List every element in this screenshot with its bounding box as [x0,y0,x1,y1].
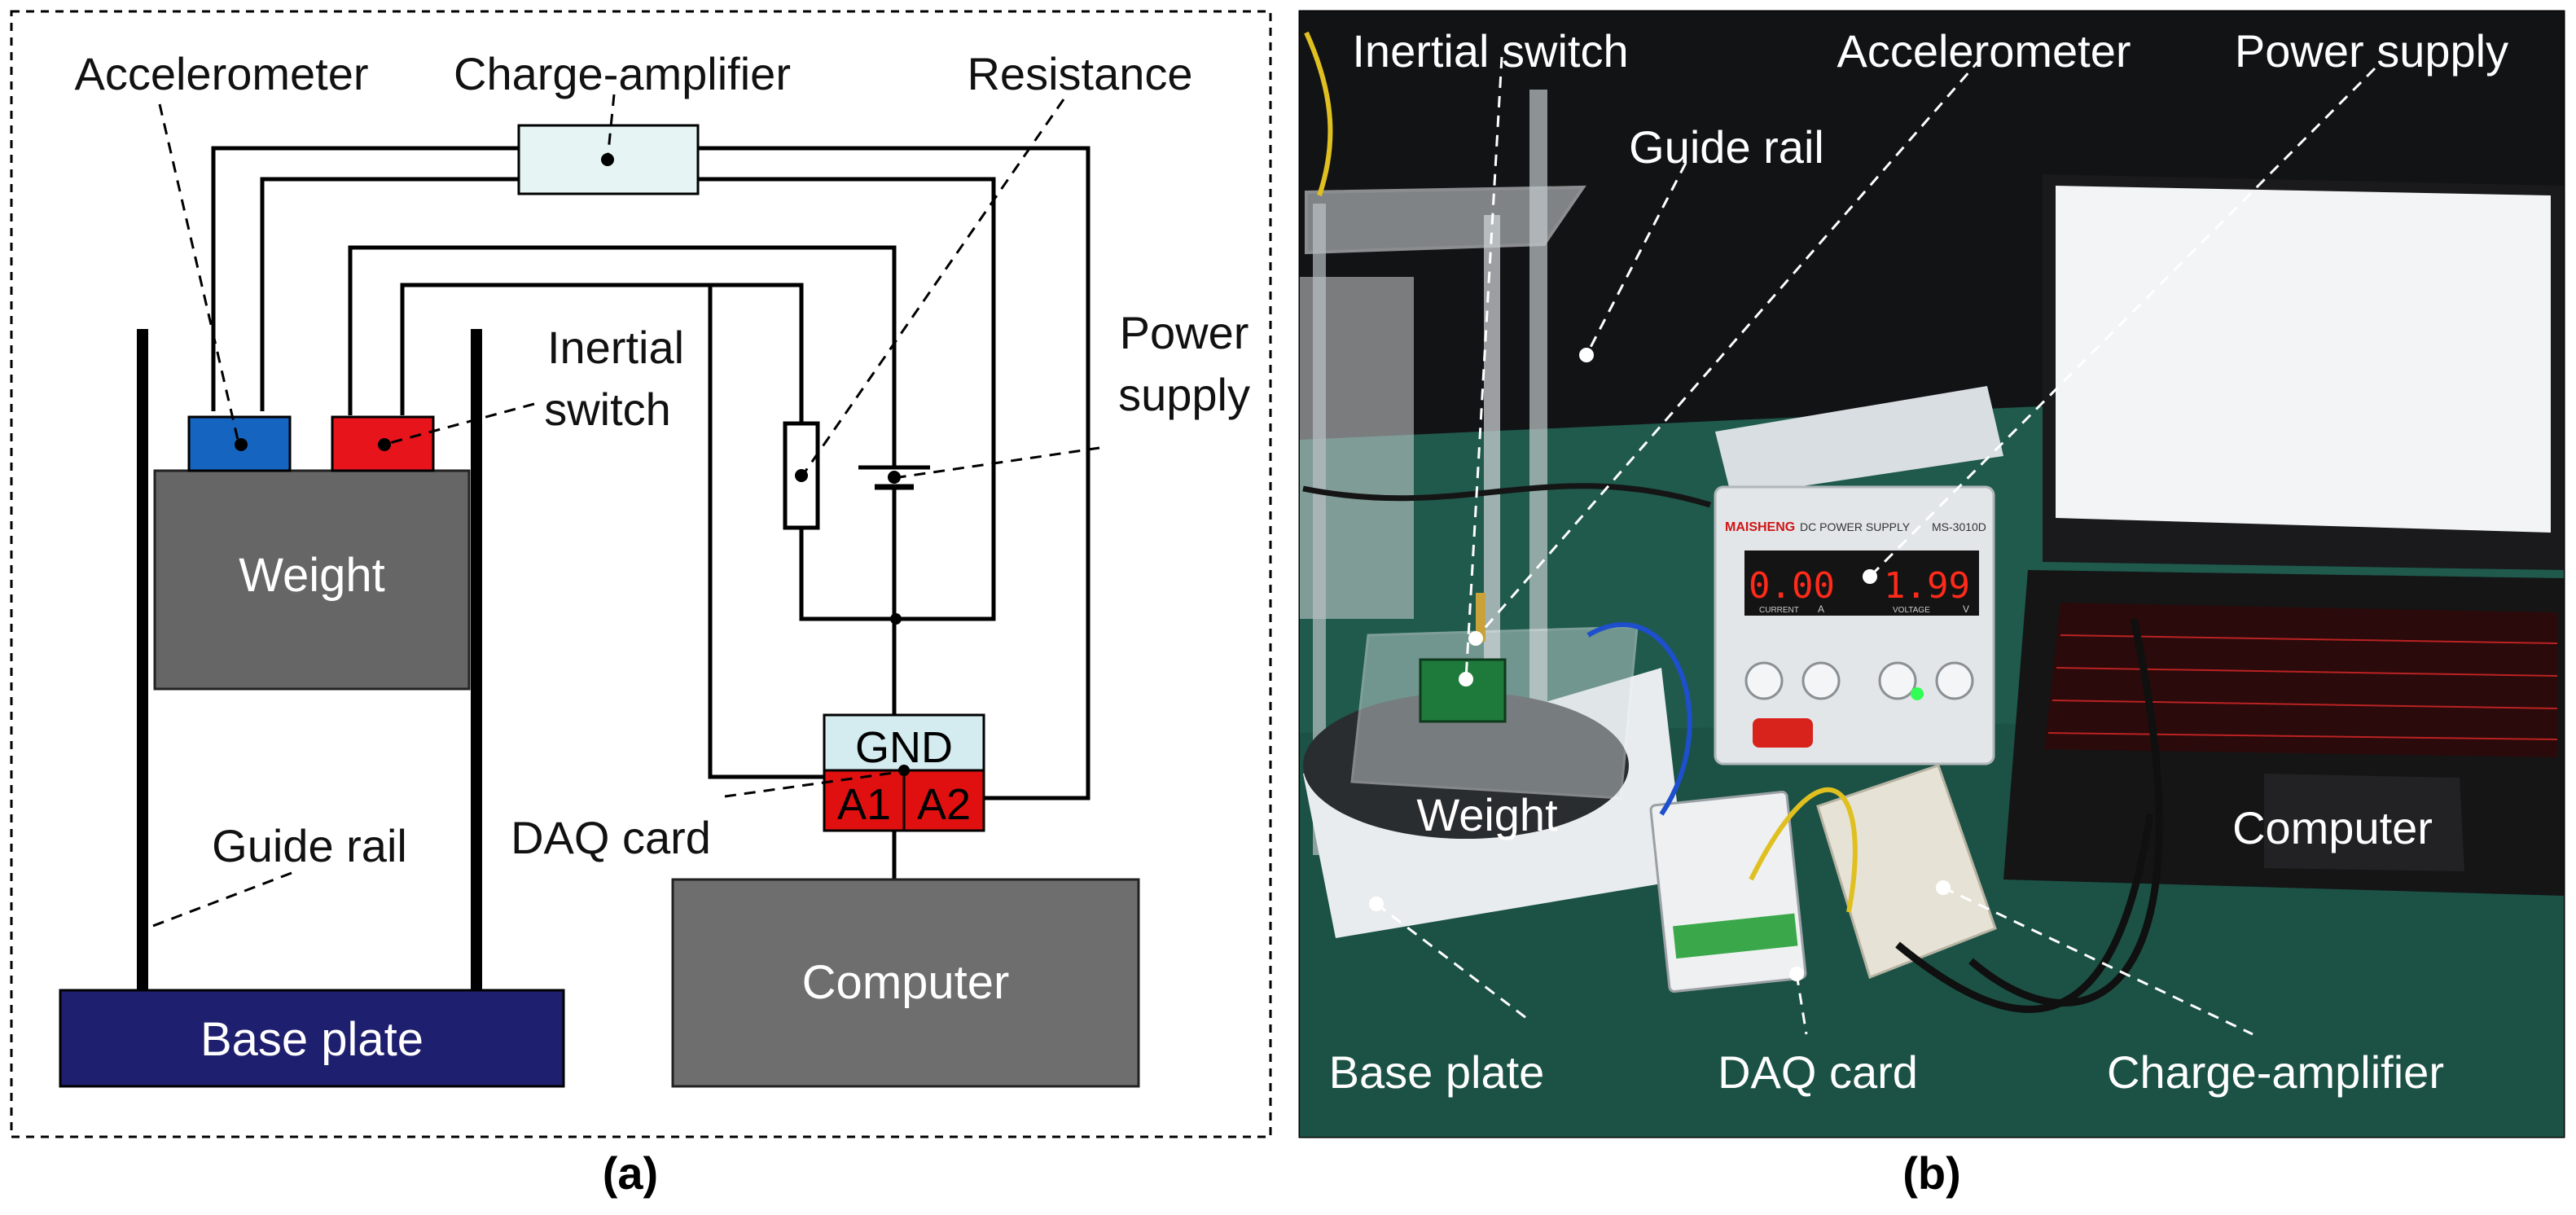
caption-a: (a) [603,1147,658,1199]
laptop-keys [2047,634,2558,740]
photo-laptop [2003,174,2564,896]
label-b-accelerometer: Accelerometer [1837,25,2131,77]
guide-rail-left [137,329,148,990]
label-b-daq-card: DAQ card [1718,1046,1918,1098]
label-b-computer: Computer [2232,802,2433,853]
label-b-guide-rail: Guide rail [1629,121,1824,173]
ps-model-no: MS-3010D [1932,520,1986,533]
ps-current-reading: 0.00 [1749,565,1835,607]
laptop-touchpad [2264,774,2464,871]
wire-res-node [799,528,896,621]
ps-knob-2 [1801,661,1841,700]
ps-indicator [1911,687,1924,700]
computer-label: Computer [802,956,1010,1009]
wiring [211,146,1091,879]
ps-power-switch [1753,718,1813,748]
label-power-supply-2: supply [1118,369,1250,420]
leader-b-accelerometer [1474,58,1982,639]
dot-b-accelerometer [1468,631,1483,646]
label-b-power-supply: Power supply [2235,25,2508,77]
ps-display [1744,550,1979,616]
photo-charge-amplifier [1816,764,1997,979]
label-inertial-switch-1: Inertial [547,322,684,373]
photo-power-supply: MAISHENG DC POWER SUPPLY MS-3010D 0.00 1… [1714,386,2003,765]
leader-power-supply [898,446,1100,479]
dot-b-daq-card [1789,967,1804,981]
dot-b-charge-amplifier [1936,880,1951,895]
leader-b-inertial-switch [1464,56,1503,680]
photo-daq-terminals [1673,913,1798,959]
photo-accel-probe [1476,593,1485,642]
dot-b-power-supply [1863,569,1877,584]
dot-b-base-plate [1369,897,1384,911]
guide-rail-right [471,329,482,990]
daq-gnd-block [823,713,985,772]
leader-inertial-switch [388,402,535,445]
photo-cables [1302,31,2163,1013]
label-b-weight: Weight [1416,789,1558,840]
ps-model-text: DC POWER SUPPLY [1800,520,1911,533]
ps-knob-4 [1935,661,1974,700]
dot-b-guide-rail [1579,348,1594,362]
photo-pcb [1419,658,1507,723]
label-b-base-plate: Base plate [1329,1046,1545,1098]
ps-voltage-reading: 1.99 [1884,565,1970,607]
ps-voltage-unit: V [1963,603,1969,615]
weight-block [153,469,471,691]
wire-a1 [708,285,824,779]
leader-b-daq-card [1795,973,1808,1035]
wire-accel-outer [211,146,1091,800]
label-daq-card: DAQ card [511,812,711,863]
base-plate-label: Base plate [200,1013,423,1066]
ps-brand: MAISHENG [1725,520,1795,534]
wire-accel-inner [260,177,996,621]
caption-b: (b) [1902,1147,1961,1199]
photo-rail-3 [1529,90,1547,822]
ps-current-unit: A [1818,603,1824,615]
photo-weight [1303,692,1629,839]
label-charge-amplifier: Charge-amplifier [454,48,791,99]
wire-switch-outer [348,245,897,467]
leader-guide-rail [146,871,292,930]
daq-a2-block [902,769,985,832]
accelerometer-dot [235,438,248,451]
leader-b-power-supply [1868,67,2376,578]
label-b-charge-amplifier: Charge-amplifier [2107,1046,2444,1098]
label-guide-rail: Guide rail [212,820,407,871]
computer-block [671,878,1140,1088]
daq-a1-label: A1 [837,780,891,829]
ps-knob-1 [1744,661,1784,700]
panel-b: MAISHENG DC POWER SUPPLY MS-3010D 0.00 1… [1298,10,2565,1138]
label-accelerometer: Accelerometer [74,48,368,99]
label-b-inertial-switch: Inertial switch [1352,25,1628,77]
daq-a2-label: A2 [917,780,971,829]
ps-top [1715,386,2003,497]
label-resistance: Resistance [967,48,1192,99]
ps-current-label: CURRENT [1759,606,1799,615]
ps-knob-3 [1878,661,1917,700]
panel-a: Weight Base plate GND A1 A2 Computer Acc… [10,10,1272,1138]
wire-switch-inner [400,283,804,423]
leader-resistance [803,99,1065,473]
weight-label: Weight [239,549,384,602]
ps-voltage-label: VOLTAGE [1893,606,1930,615]
photo-rail-1 [1313,204,1326,855]
label-power-supply-1: Power [1120,307,1249,358]
power-supply-symbol [858,465,930,490]
leader-b-base-plate [1376,902,1527,1020]
dot-b-inertial-switch [1459,672,1473,686]
daq-dot [898,765,910,776]
leader-daq-card [724,770,900,798]
inertial-switch-dot [378,438,391,451]
label-inertial-switch-2: switch [544,384,671,435]
leader-b-guide-rail [1585,162,1687,356]
junction-node [890,613,902,625]
daq-gnd-label: GND [855,723,953,772]
daq-a1-block [823,769,906,832]
leader-charge-amplifier [606,94,616,160]
laptop-screen [2056,186,2551,533]
base-plate-block [59,989,565,1088]
